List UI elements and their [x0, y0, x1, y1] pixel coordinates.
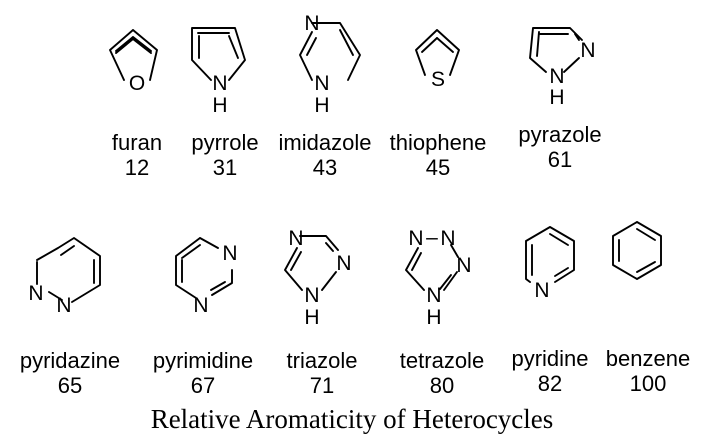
benzene-structure: benzene 100: [606, 221, 690, 396]
pyridine-ring-bonds: [525, 226, 575, 283]
pyrazole-nitrogen-label: N: [549, 65, 564, 88]
tetrazole-dash-label: –: [426, 226, 438, 249]
benzene-inner-bond-top: [636, 228, 656, 241]
triazole-right-nitrogen-label: N: [336, 252, 351, 275]
pyridazine-inner-bond-top: [60, 245, 75, 256]
pyridine-score-label: 82: [538, 371, 562, 396]
imidazole-hydrogen-label: H: [314, 94, 329, 117]
pyridazine-ring-bonds: [36, 237, 101, 303]
pyrrole-nitrogen-label: N: [212, 72, 227, 95]
triazole-structure: N N N H triazole 71: [284, 227, 358, 398]
thiophene-sulfur-label: S: [431, 68, 445, 91]
pyrazole-score-label: 61: [548, 147, 572, 172]
pyrrole-hydrogen-label: H: [212, 94, 227, 117]
tetrazole-score-label: 80: [430, 373, 454, 398]
thiophene-score-label: 45: [426, 155, 450, 180]
pyrimidine-name-label: pyrimidine: [153, 348, 253, 373]
imidazole-inner-bond-left: [306, 37, 317, 56]
tetrazole-top-left-nitrogen-label: N: [408, 227, 423, 250]
triazole-score-label: 71: [310, 373, 334, 398]
pyrazole-inner-bond-left: [536, 31, 540, 57]
pyrrole-score-label: 31: [213, 155, 237, 180]
thiophene-inner-bond-right: [436, 37, 454, 53]
pyrrole-inner-bond-right: [228, 35, 239, 59]
furan-score-label: 12: [125, 155, 149, 180]
triazole-hydrogen-label: H: [304, 306, 319, 329]
pyridine-inner-bond-top: [549, 233, 569, 246]
imidazole-structure: N N H imidazole 43: [279, 12, 372, 180]
benzene-score-label: 100: [630, 371, 667, 396]
furan-ring-bonds: [109, 29, 158, 81]
tetrazole-structure: N – N N N H tetrazole 80: [400, 226, 484, 398]
tetrazole-inner-bond-left: [411, 252, 422, 271]
imidazole-name-label: imidazole: [279, 130, 372, 155]
thiophene-inner-bond-left: [421, 37, 438, 53]
thiophene-ring-bonds: [415, 29, 460, 76]
imidazole-ring-bonds: [299, 22, 361, 81]
triazole-ring-bonds: [284, 235, 339, 291]
tetrazole-hydrogen-label: H: [426, 306, 441, 329]
pyrimidine-ring-bonds: [175, 237, 233, 299]
pyrimidine-nitrogen-a-label: N: [222, 242, 237, 265]
pyrrole-structure: N H pyrrole 31: [191, 27, 259, 180]
furan-name-label: furan: [112, 130, 162, 155]
furan-structure: O furan 12: [109, 29, 162, 180]
pyrimidine-inner-bond-right: [210, 281, 226, 291]
pyridazine-name-label: pyridazine: [20, 348, 120, 373]
pyrrole-name-label: pyrrole: [191, 130, 258, 155]
imidazole-score-label: 43: [313, 155, 337, 180]
tetrazole-nitrogen-label: N: [426, 284, 441, 307]
pyrazole-name-label: pyrazole: [518, 122, 601, 147]
pyridine-name-label: pyridine: [511, 346, 588, 371]
pyrazole-ring-bonds: [529, 27, 583, 73]
tetrazole-name-label: tetrazole: [400, 348, 484, 373]
pyrimidine-inner-bond-top: [181, 244, 201, 259]
pyrrole-ring-bonds: [191, 27, 246, 81]
thiophene-structure: S thiophene 45: [390, 29, 487, 180]
pyrazole-structure: N N H pyrazole 61: [518, 27, 602, 172]
benzene-name-label: benzene: [606, 346, 690, 371]
imidazole-nitrogen-label: N: [314, 72, 329, 95]
pyridazine-structure: N N pyridazine 65: [20, 237, 120, 398]
triazole-inner-bond-left: [290, 251, 302, 271]
pyridazine-nitrogen-b-label: N: [56, 294, 71, 317]
pyrazole-hydrogen-label: H: [549, 86, 564, 109]
benzene-ring-bonds: [612, 221, 662, 280]
triazole-nitrogen-label: N: [304, 284, 319, 307]
pyridazine-nitrogen-a-label: N: [28, 282, 43, 305]
furan-inner-bond-right: [132, 38, 152, 54]
furan-oxygen-label: O: [129, 72, 145, 95]
tetrazole-top-right-nitrogen-label: N: [440, 227, 455, 250]
pyrazole-right-nitrogen-label: N: [580, 39, 595, 62]
figure-caption: Relative Aromaticity of Heterocycles: [151, 404, 554, 434]
furan-inner-bond-left: [115, 38, 134, 54]
pyrimidine-structure: N N pyrimidine 67: [153, 237, 253, 398]
tetrazole-right-nitrogen-label: N: [456, 254, 471, 277]
pyrimidine-nitrogen-b-label: N: [193, 294, 208, 317]
triazole-name-label: triazole: [287, 348, 358, 373]
pyridine-structure: N pyridine 82: [511, 226, 589, 396]
thiophene-name-label: thiophene: [390, 130, 487, 155]
benzene-inner-bond-right: [636, 261, 656, 273]
triazole-top-nitrogen-label: N: [288, 227, 303, 250]
tetrazole-inner-bond-right: [439, 274, 452, 290]
pyrimidine-score-label: 67: [191, 373, 215, 398]
pyridazine-score-label: 65: [58, 373, 82, 398]
imidazole-top-nitrogen-label: N: [304, 12, 319, 35]
pyridine-inner-bond-right: [554, 267, 569, 277]
pyridine-nitrogen-label: N: [534, 279, 549, 302]
tetrazole-ring-bonds: [405, 244, 459, 291]
